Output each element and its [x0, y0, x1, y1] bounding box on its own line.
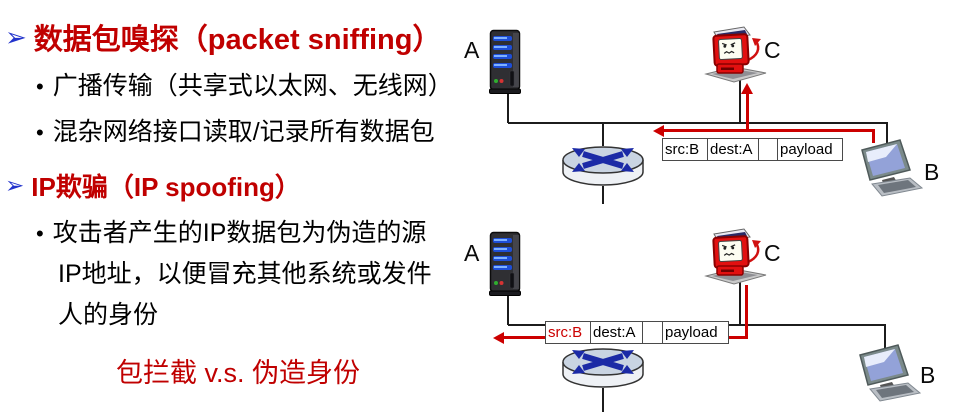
- bullet-text: 广播传输（共享式以太网、无线网）: [52, 72, 453, 100]
- drop-line-b: [884, 324, 886, 350]
- router-icon: [562, 146, 644, 186]
- packet-field-src: src:B: [663, 139, 708, 160]
- red-arrow-line: [663, 129, 875, 132]
- red-line-from-c: [745, 285, 748, 338]
- host-label-c: C: [764, 37, 781, 63]
- heading-ip-spoofing: ➢ IP欺骗（IP spoofing）: [5, 167, 301, 204]
- dot-bullet-icon: •: [36, 221, 44, 246]
- red-arrowhead-left: [493, 332, 504, 344]
- drop-line-a: [507, 296, 509, 325]
- packet-field-gap: [759, 139, 778, 160]
- bullet-spoofing-desc-line3: 人的身份: [58, 301, 159, 329]
- packet-field-payload: payload: [665, 324, 718, 341]
- drop-line-a: [507, 94, 509, 123]
- bullet-spoofing-desc: • 攻击者产生的IP数据包为伪造的源: [36, 213, 426, 249]
- packet-field-dest: dest:A: [708, 139, 759, 160]
- ethernet-bus-line: [508, 122, 888, 124]
- workstation-icon: [859, 344, 922, 402]
- attacker-computer-icon: [704, 26, 767, 83]
- red-line-from-b: [872, 130, 875, 143]
- host-label-b: B: [920, 362, 936, 388]
- bullet-broadcast: • 广播传输（共享式以太网、无线网）: [36, 66, 453, 102]
- packet-field-gap: [643, 322, 663, 343]
- attacker-computer-icon: [704, 228, 767, 285]
- dot-bullet-icon: •: [36, 74, 44, 99]
- bullet-spoofing-desc-line2: IP地址，以便冒充其他系统或发件: [58, 260, 432, 288]
- workstation-icon: [861, 139, 924, 197]
- host-label-a: A: [464, 240, 480, 266]
- packet-box: src:B dest:A payload: [545, 321, 729, 344]
- heading-packet-sniffing: ➢ 数据包嗅探（packet sniffing）: [5, 16, 441, 58]
- drop-line-b: [886, 122, 888, 146]
- host-label-a: A: [464, 37, 480, 63]
- drop-line-c: [739, 282, 741, 325]
- host-label-b: B: [924, 159, 940, 185]
- arrow-bullet-icon: ➢: [5, 21, 27, 52]
- bullet-text: 混杂网络接口读取/记录所有数据包: [52, 118, 435, 146]
- arrow-bullet-icon: ➢: [5, 172, 25, 198]
- bullet-text: 攻击者产生的IP数据包为伪造的源: [52, 219, 427, 247]
- packet-field-payload: payload: [780, 141, 833, 158]
- heading-text: 数据包嗅探（packet sniffing）: [33, 24, 442, 56]
- drop-line-router-top: [602, 124, 604, 146]
- red-arrowhead-up: [741, 83, 753, 94]
- packet-box: src:B dest:A payload: [662, 138, 843, 161]
- footer-red-text: 包拦截 v.s. 伪造身份: [116, 358, 361, 388]
- heading-text: IP欺骗（IP spoofing）: [31, 172, 301, 202]
- server-icon: [489, 29, 521, 94]
- red-line-to-c: [746, 93, 749, 131]
- dot-bullet-icon: •: [36, 120, 44, 145]
- red-arrowhead-left: [653, 125, 664, 137]
- server-icon: [489, 231, 521, 296]
- packet-field-src: src:B: [546, 322, 591, 343]
- packet-field-dest: dest:A: [591, 322, 643, 343]
- drop-line-router-bottom: [602, 186, 604, 204]
- bullet-promiscuous: • 混杂网络接口读取/记录所有数据包: [36, 112, 435, 148]
- drop-line-c: [739, 80, 741, 123]
- router-icon: [562, 348, 644, 388]
- drop-line-router-bottom: [602, 388, 604, 412]
- host-label-c: C: [764, 240, 781, 266]
